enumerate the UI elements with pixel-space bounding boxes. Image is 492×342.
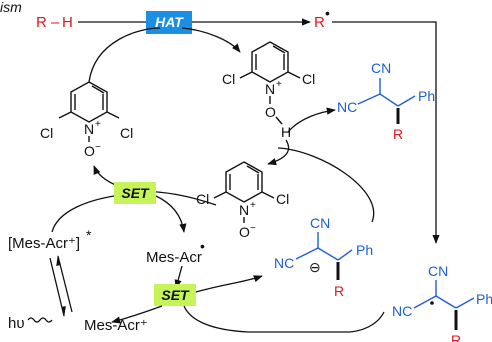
radical-r: R • xyxy=(314,5,330,31)
noxide-to-hat-curve xyxy=(88,27,161,83)
noxl-plus: + xyxy=(95,119,101,130)
lut-n: N xyxy=(265,81,275,97)
lut-cl-left: Cl xyxy=(222,71,235,87)
catalyst-excited-label: [Mes-Acr⁺] xyxy=(8,235,80,252)
anion-mid: CN NC ⊖ Ph R xyxy=(274,215,373,299)
anion-charge: ⊖ xyxy=(309,259,321,275)
noxm-n: N xyxy=(239,202,249,218)
product-top: CN NC Ph R xyxy=(337,60,435,142)
reactant-h: H xyxy=(62,14,73,31)
catalyst-excited-star: * xyxy=(86,227,92,243)
catalyst-ground-label: Mes-Acr⁺ xyxy=(84,317,148,334)
light-wave-icon xyxy=(27,317,53,323)
noxl-o: O xyxy=(84,143,95,159)
anion-protonation-curve xyxy=(277,147,375,223)
set-to-anion-arrow xyxy=(195,275,263,293)
reactant-dash: – xyxy=(51,14,60,31)
noxm-cl-left: Cl xyxy=(196,191,209,207)
noxm-cl-right: Cl xyxy=(276,191,289,207)
set-label-bottom: SET xyxy=(161,287,190,303)
excited-to-set-curve xyxy=(51,195,115,233)
catalyst-reduced-dot: • xyxy=(200,238,205,254)
catalyst-reduced-label: Mes-Acr xyxy=(146,249,202,266)
anion-ph: Ph xyxy=(356,242,373,258)
radical-r-dot: • xyxy=(325,5,330,21)
noxl-cl-left: Cl xyxy=(40,125,53,141)
reactant-rh: R – H xyxy=(36,14,73,31)
noxm-o: O xyxy=(239,224,250,240)
radical-right-nc: NC xyxy=(392,303,412,319)
anion-r: R xyxy=(334,283,344,299)
radical-right: CN NC Ph R xyxy=(392,263,492,342)
lut-h: H xyxy=(281,124,291,140)
catalyst-reduced: Mes-Acr • xyxy=(146,238,205,266)
set-box-bottom xyxy=(154,284,196,306)
lutidinium-noh: Cl Cl N + O H xyxy=(222,41,315,140)
anion-cn: CN xyxy=(310,215,330,231)
lutidinium-to-noxide-arrow xyxy=(267,139,290,166)
set-label-top: SET xyxy=(121,185,150,201)
set-to-ground-arrow xyxy=(111,305,163,324)
header-fragment: ism xyxy=(0,0,22,15)
product-top-nc: NC xyxy=(337,99,357,115)
product-top-r: R xyxy=(393,126,403,142)
lut-cl-right: Cl xyxy=(302,71,315,87)
anion-nc: NC xyxy=(274,255,294,271)
noxide-mid: Cl Cl N + O − xyxy=(196,161,289,240)
radical-right-r: R xyxy=(451,332,461,342)
radical-to-addition-arrow xyxy=(332,21,440,244)
relaxation-arrow xyxy=(49,257,66,318)
noxm-minus: − xyxy=(250,223,256,234)
noxm-plus: + xyxy=(250,200,256,211)
set-to-reduced-arrow xyxy=(155,195,187,233)
excitation-arrow xyxy=(56,254,73,313)
lut-plus: + xyxy=(276,79,282,90)
radical-right-cn: CN xyxy=(428,263,448,279)
radical-right-ph: Ph xyxy=(476,291,492,307)
noxl-n: N xyxy=(84,121,94,137)
reactant-r: R xyxy=(36,14,47,31)
noxl-minus: − xyxy=(95,142,101,153)
noxide-left: Cl Cl N + O − xyxy=(40,81,133,159)
catalyst-excited: [Mes-Acr⁺] * xyxy=(8,227,92,252)
hat-label: HAT xyxy=(155,14,184,30)
light-hv: hυ xyxy=(8,315,25,332)
radical-r-letter: R xyxy=(314,14,325,31)
set-box-top xyxy=(114,182,156,204)
lut-o: O xyxy=(265,104,276,120)
product-top-cn: CN xyxy=(371,60,391,76)
hydrogen-to-product-curve xyxy=(287,107,336,133)
product-top-ph: Ph xyxy=(418,88,435,104)
hat-to-lutidinium-curve xyxy=(181,27,241,53)
noxl-cl-right: Cl xyxy=(120,125,133,141)
radical-return-curve xyxy=(183,305,385,333)
